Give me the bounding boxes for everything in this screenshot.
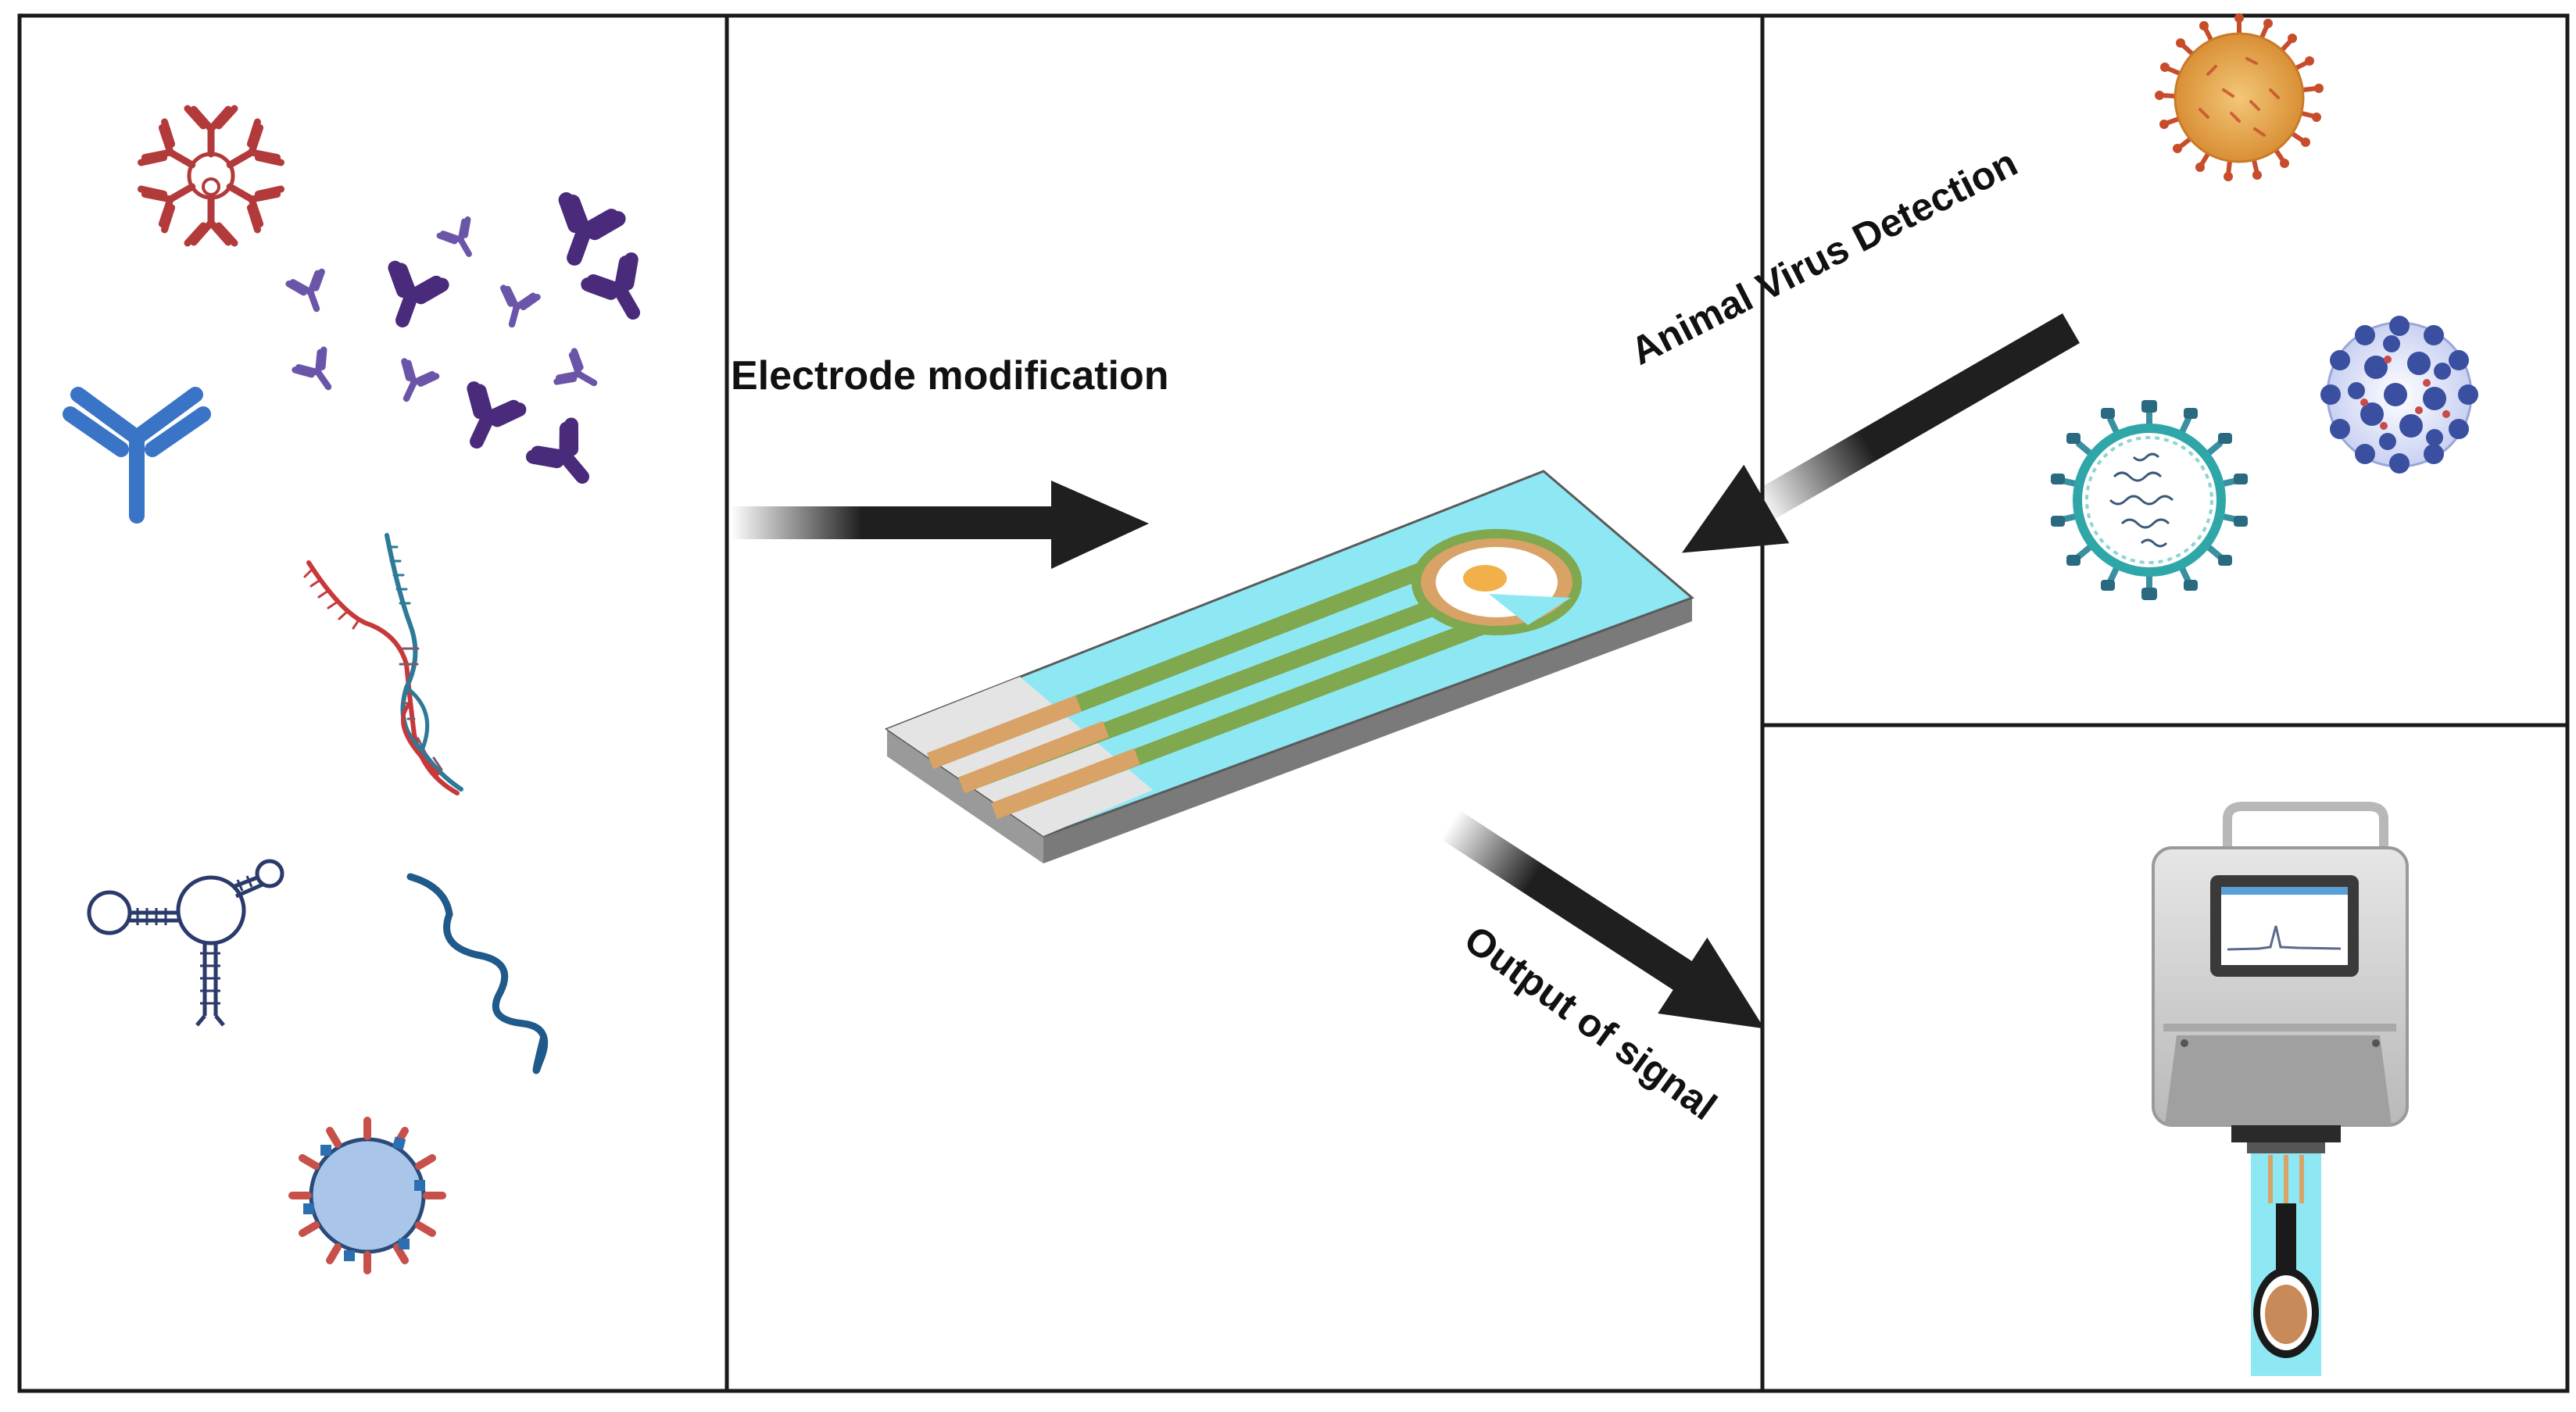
enveloped-virus-icon [2051, 400, 2248, 600]
dna-double-helix-icon [303, 533, 463, 795]
animal-virus-detection-label: Animal Virus Detection [1624, 141, 2024, 374]
virus-detection-arrow [1682, 313, 2080, 553]
electrode-modification-arrow [731, 481, 1149, 569]
screen-printed-electrode-icon [884, 470, 1694, 863]
output-of-signal-label: Output of signal [1457, 917, 1725, 1129]
bioreceptor-panel [63, 105, 655, 1274]
virus-panel [2051, 13, 2478, 600]
igg-antibody-icon [63, 387, 211, 524]
influenza-virus-icon [2320, 316, 2478, 474]
electrode-modification-label: Electrode modification [731, 353, 1169, 399]
antibody-fragments-icon [289, 200, 655, 493]
ssdna-strand-icon [406, 873, 549, 1074]
output-signal-arrow [1440, 810, 1765, 1029]
outer-frame [17, 13, 2570, 1393]
potentiostat-device-icon [2152, 802, 2409, 1376]
aptamer-hairpin-icon [87, 859, 284, 1027]
igm-pentamer-icon [138, 105, 284, 247]
panel-borders [17, 13, 2570, 1393]
middle-panel: Electrode modification [731, 353, 1765, 1129]
virus-particle-icon [288, 1117, 446, 1274]
coronavirus-icon [2155, 13, 2324, 181]
